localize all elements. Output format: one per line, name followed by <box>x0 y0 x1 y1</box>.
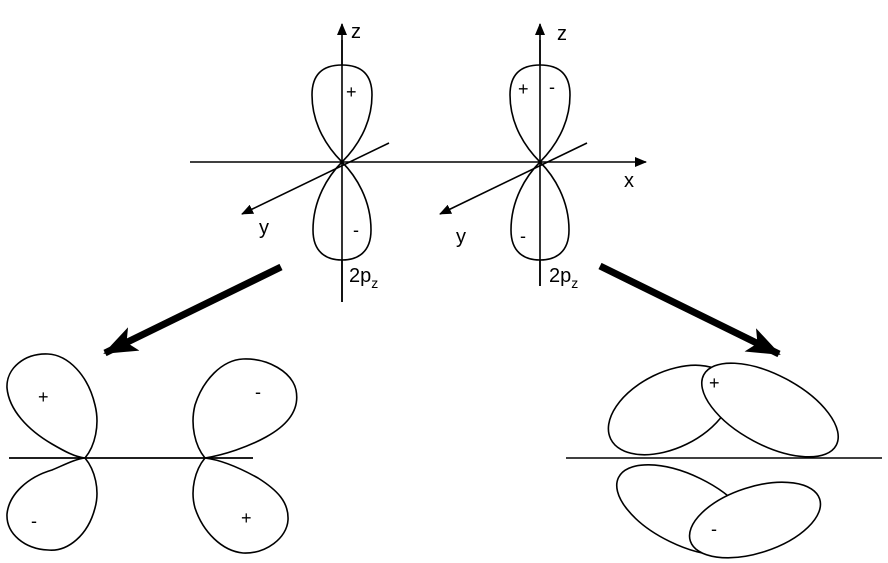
right-upper-right-sign: - <box>549 77 555 97</box>
bl-right-lower-lobe <box>192 457 289 554</box>
br-upper-front-lobe <box>700 362 840 458</box>
bl-right-upper-lobe <box>192 358 298 459</box>
right-upper-left-sign: + <box>518 79 529 99</box>
bl-upper-left-sign: + <box>38 387 49 407</box>
bl-left-lower-lobe <box>6 457 98 551</box>
left-lower-sign: - <box>353 220 359 240</box>
bl-upper-right-sign: - <box>255 382 261 402</box>
x-axis-label: x <box>624 170 634 192</box>
right-z-axis-label: z <box>557 23 567 45</box>
right-y-axis <box>439 142 588 215</box>
left-y-axis-label: y <box>259 217 269 239</box>
bl-lower-right-sign: + <box>241 508 252 528</box>
left-y-axis <box>241 142 390 215</box>
right-y-axis-label: y <box>456 226 466 248</box>
right-lower-sign: - <box>520 226 526 246</box>
bl-lower-left-sign: - <box>31 511 37 531</box>
arrow-to-pi-antibond <box>598 262 781 358</box>
bl-left-upper-lobe <box>6 353 98 459</box>
right-orbital-label: 2pz <box>549 265 578 291</box>
left-orbital-label: 2pz <box>349 265 378 291</box>
left-z-axis-label: z <box>351 21 361 43</box>
left-upper-sign: + <box>346 82 357 102</box>
br-upper-sign: + <box>709 373 720 393</box>
bottom-right-orbitals: + - <box>566 362 882 559</box>
arrow-to-pi-bond <box>103 263 283 357</box>
bottom-left-orbitals: + - - + <box>6 353 298 554</box>
br-lower-front-lobe <box>688 481 822 559</box>
left-2pz-orbital: z y + - 2pz <box>241 21 390 302</box>
right-2pz-orbital: z y + - - 2pz <box>439 23 588 291</box>
br-lower-sign: - <box>711 519 717 539</box>
